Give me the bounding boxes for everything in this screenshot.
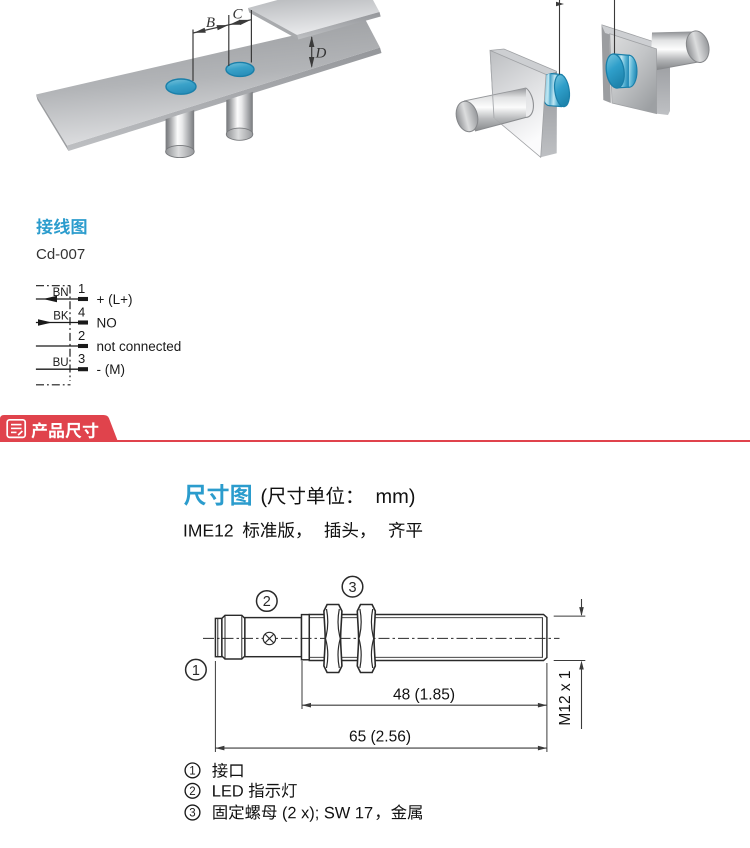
svg-text:3: 3 bbox=[189, 808, 195, 820]
svg-text:48 (1.85): 48 (1.85) bbox=[393, 687, 455, 704]
svg-text:BU: BU bbox=[53, 357, 69, 369]
svg-text:2: 2 bbox=[189, 786, 195, 798]
svg-text:2: 2 bbox=[78, 328, 85, 343]
svg-text:BK: BK bbox=[53, 311, 69, 323]
svg-text:2: 2 bbox=[263, 594, 271, 610]
svg-text:NO: NO bbox=[97, 316, 117, 331]
svg-text:+ (L+): + (L+) bbox=[97, 292, 133, 307]
svg-text:B: B bbox=[206, 15, 215, 31]
svg-text:D: D bbox=[315, 46, 327, 62]
svg-text:3: 3 bbox=[348, 580, 356, 596]
svg-text:C: C bbox=[232, 7, 243, 23]
svg-text:- (M): - (M) bbox=[97, 362, 125, 377]
svg-text:1: 1 bbox=[189, 766, 195, 778]
svg-text:not connected: not connected bbox=[97, 339, 182, 354]
svg-text:1: 1 bbox=[78, 281, 85, 296]
svg-text:1: 1 bbox=[192, 663, 200, 679]
svg-text:Cd-007: Cd-007 bbox=[36, 246, 85, 263]
svg-text:65 (2.56): 65 (2.56) bbox=[349, 729, 411, 746]
svg-text:M12 x 1: M12 x 1 bbox=[557, 670, 574, 725]
svg-text:4: 4 bbox=[78, 305, 85, 320]
svg-text:3: 3 bbox=[78, 351, 85, 366]
